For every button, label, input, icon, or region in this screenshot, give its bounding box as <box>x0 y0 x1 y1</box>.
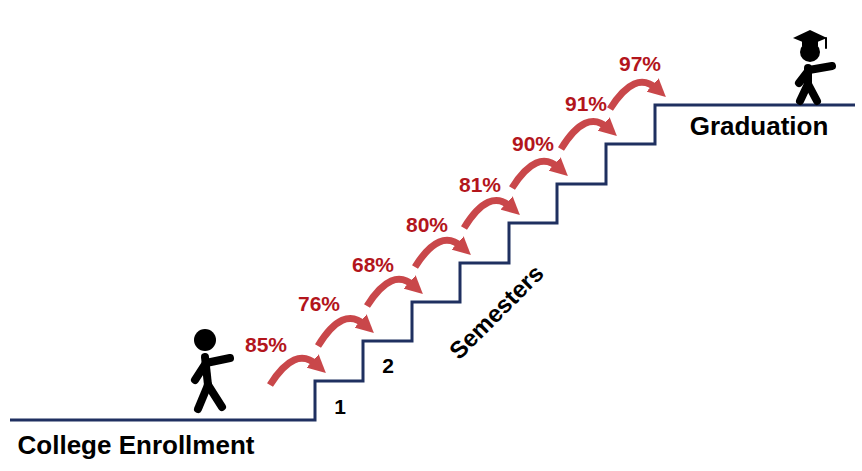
percent-label: 91% <box>565 92 607 115</box>
staircase-line <box>10 105 855 420</box>
percent-label: 68% <box>352 253 394 276</box>
percent-label: 85% <box>245 333 287 356</box>
percent-label: 76% <box>298 292 340 315</box>
start-label: College Enrollment <box>18 431 255 460</box>
step-number: 1 <box>334 395 346 418</box>
step-arrow <box>464 200 511 228</box>
percent-label: 97% <box>619 52 661 75</box>
percent-label: 90% <box>512 132 554 155</box>
percent-label: 81% <box>459 173 501 196</box>
step-arrow <box>610 82 657 109</box>
step-arrow <box>561 121 608 149</box>
step-arrow <box>415 240 462 267</box>
student-figure <box>194 329 230 409</box>
step-arrow <box>270 358 317 385</box>
end-label: Graduation <box>690 112 829 141</box>
graduate-figure <box>793 30 832 101</box>
percent-label: 80% <box>406 213 448 236</box>
step-arrow <box>318 318 365 346</box>
step-number: 2 <box>382 354 394 377</box>
step-arrow <box>512 161 559 188</box>
step-arrow <box>367 279 414 306</box>
